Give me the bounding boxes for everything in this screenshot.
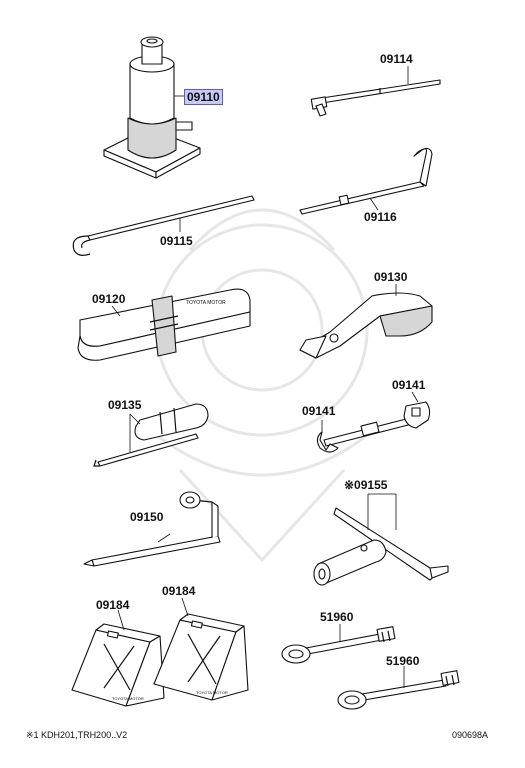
screwdriver-illustration — [93, 403, 209, 467]
lug-wrench-illustration — [83, 491, 221, 567]
part-label-09114[interactable]: 09114 — [380, 52, 413, 66]
part-label-09141-right[interactable]: 09141 — [392, 378, 426, 392]
part-label-09116[interactable]: 09116 — [364, 210, 397, 224]
footnote: ※1 KDH201,TRH200..V2 — [26, 730, 128, 740]
part-label-09184-left[interactable]: 09184 — [96, 598, 130, 612]
part-label-09120[interactable]: 09120 — [92, 292, 126, 306]
watermark-emblem — [149, 208, 375, 563]
chock-illustration: TOYOTA MOTOR TOYOTA MOTOR — [71, 613, 249, 707]
part-label-09135[interactable]: 09135 — [108, 398, 142, 412]
part-label-09155[interactable]: ※09155 — [344, 478, 388, 492]
wrench-illustration — [316, 401, 431, 453]
handle-illustration — [310, 79, 441, 117]
jack-illustration — [103, 36, 201, 179]
part-label-51960-top[interactable]: 51960 — [320, 610, 354, 624]
svg-text:TOYOTA MOTOR: TOYOTA MOTOR — [186, 300, 226, 306]
part-label-09141-left[interactable]: 09141 — [302, 404, 336, 418]
hook-bar-illustration — [72, 195, 255, 256]
part-label-51960-bottom[interactable]: 51960 — [386, 654, 420, 668]
part-label-09130[interactable]: 09130 — [374, 270, 408, 284]
plug-wrench-illustration — [313, 507, 449, 586]
svg-text:TOYOTA MOTOR: TOYOTA MOTOR — [112, 696, 144, 701]
part-label-09150[interactable]: 09150 — [130, 510, 164, 524]
bar-illustration — [299, 147, 433, 215]
part-label-09115[interactable]: 09115 — [160, 234, 193, 248]
diagram-code: 090698A — [452, 730, 489, 740]
part-label-09184-right[interactable]: 09184 — [162, 584, 196, 598]
pliers-illustration — [299, 292, 433, 359]
tow-eye-illustration — [281, 626, 460, 710]
tool-bag-illustration: TOYOTA MOTOR — [77, 288, 251, 361]
part-label-09110[interactable]: 09110 — [184, 89, 223, 105]
svg-text:TOYOTA MOTOR: TOYOTA MOTOR — [196, 690, 228, 695]
